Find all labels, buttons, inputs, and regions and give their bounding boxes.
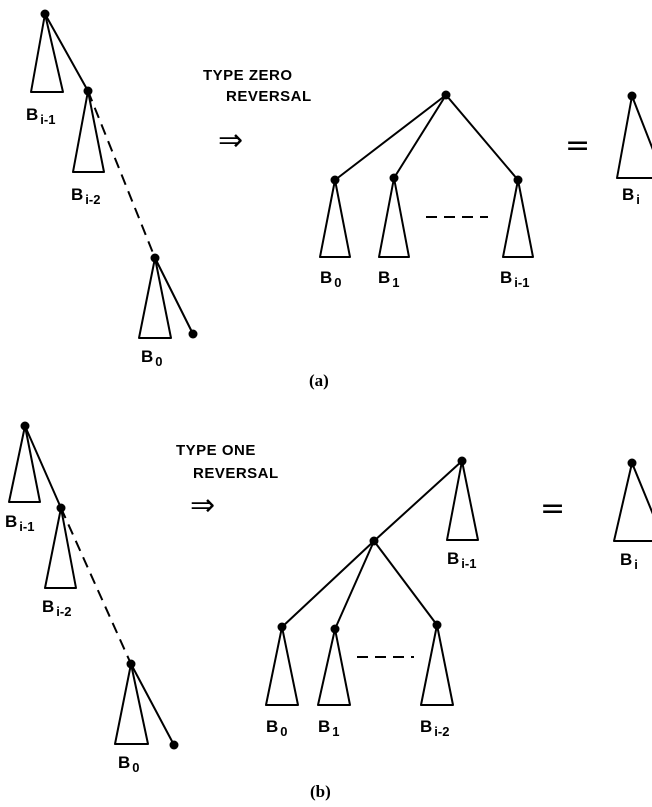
tree-edge bbox=[393, 94, 447, 179]
tree-edge bbox=[281, 540, 375, 628]
tree-node bbox=[330, 624, 340, 634]
tree-node bbox=[330, 175, 340, 185]
tree-node bbox=[457, 456, 467, 466]
tree-node bbox=[369, 536, 379, 546]
tree-node bbox=[150, 253, 160, 263]
tree-edge bbox=[373, 460, 463, 542]
tree-node bbox=[277, 622, 287, 632]
implies-arrow-icon: ⇒ bbox=[190, 488, 215, 523]
chain-edge bbox=[44, 13, 89, 92]
subtree-triangle bbox=[265, 626, 299, 706]
tree-node bbox=[126, 659, 136, 669]
tree-node bbox=[627, 91, 637, 101]
tree-node bbox=[83, 86, 93, 96]
chain-edge bbox=[154, 257, 194, 335]
tree-node bbox=[56, 503, 66, 513]
panel-a-label: (a) bbox=[309, 371, 329, 390]
equals-sign: = bbox=[565, 128, 590, 163]
tree-node bbox=[441, 90, 451, 100]
chain-edge bbox=[130, 663, 175, 746]
tree-node bbox=[20, 421, 30, 431]
chain-dashed-edge bbox=[87, 90, 156, 259]
subtree-triangle bbox=[420, 624, 454, 706]
reversal-caption-line2: REVERSAL bbox=[193, 465, 279, 482]
result-triangle bbox=[616, 95, 652, 179]
subtree-triangle bbox=[446, 460, 479, 541]
subtree-triangle bbox=[319, 179, 351, 258]
result-triangle bbox=[613, 462, 652, 542]
tree-edge bbox=[334, 540, 375, 630]
subtree-triangle bbox=[30, 13, 64, 93]
tree-edge bbox=[334, 94, 447, 181]
tree-node bbox=[432, 620, 442, 630]
subtree-triangle bbox=[44, 507, 77, 589]
tree-node bbox=[169, 740, 179, 750]
subtree-triangle bbox=[72, 90, 105, 173]
tree-node bbox=[389, 173, 399, 183]
tree-edge bbox=[445, 94, 519, 181]
tree-node bbox=[188, 329, 198, 339]
subtree-triangle bbox=[114, 663, 149, 745]
subtree-triangle bbox=[317, 628, 351, 706]
reversal-caption-line1: TYPE ONE bbox=[176, 442, 256, 459]
subtree-triangle bbox=[378, 177, 410, 258]
reversal-caption-line2: REVERSAL bbox=[226, 88, 312, 105]
chain-dashed-edge bbox=[60, 507, 132, 665]
implies-arrow-icon: ⇒ bbox=[218, 123, 243, 158]
tree-edge bbox=[373, 540, 438, 626]
subtree-triangle bbox=[8, 425, 41, 503]
reversal-caption-line1: TYPE ZERO bbox=[203, 67, 293, 84]
subtree-triangle bbox=[502, 179, 534, 258]
subtree-triangle bbox=[138, 257, 172, 339]
chain-edge bbox=[24, 425, 62, 509]
equals-sign: = bbox=[540, 491, 565, 526]
tree-node bbox=[40, 9, 50, 19]
tree-node bbox=[627, 458, 637, 468]
tree-node bbox=[513, 175, 523, 185]
panel-b-label: (b) bbox=[310, 782, 331, 801]
